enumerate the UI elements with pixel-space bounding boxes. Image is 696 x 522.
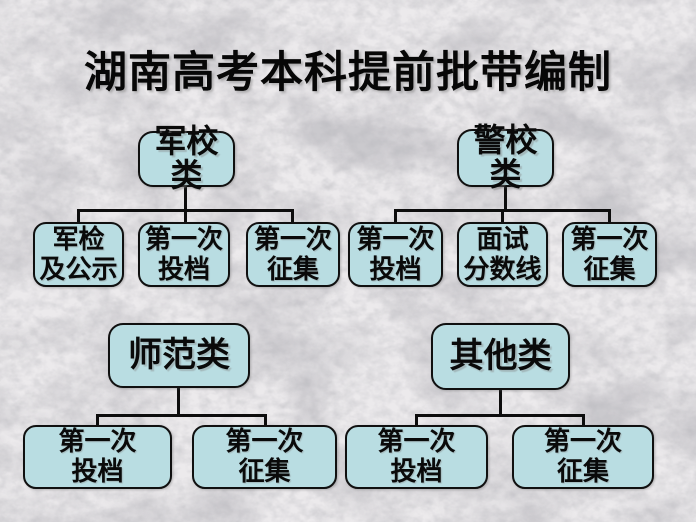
box-military-first-solicitation: 第一次 征集	[246, 222, 340, 287]
connector-line	[501, 209, 504, 224]
connector-line	[184, 185, 187, 211]
box-military-category: 军校类	[138, 125, 235, 192]
connector-line	[291, 209, 294, 224]
connector-line	[77, 209, 80, 224]
connector-line	[415, 414, 585, 417]
connector-line	[415, 414, 418, 427]
box-other-first-solicitation: 第一次 征集	[512, 425, 654, 489]
connector-line	[504, 185, 507, 211]
connector-line	[608, 209, 611, 224]
connector-line	[96, 414, 99, 427]
box-normal-category: 师范类	[108, 323, 250, 388]
box-military-check-publicity: 军检 及公示	[33, 222, 124, 287]
connector-line	[582, 414, 585, 427]
box-other-first-dispatch: 第一次 投档	[345, 425, 488, 489]
box-military-first-dispatch: 第一次 投档	[138, 222, 230, 287]
box-normal-first-solicitation: 第一次 征集	[192, 425, 337, 489]
connector-line	[177, 386, 180, 417]
connector-line	[184, 209, 187, 224]
connector-line	[264, 414, 267, 427]
box-police-first-solicitation: 第一次 征集	[562, 222, 657, 287]
box-other-category: 其他类	[431, 323, 570, 390]
connector-line	[499, 388, 502, 417]
box-normal-first-dispatch: 第一次 投档	[23, 425, 172, 489]
box-police-interview-cutoff: 面试 分数线	[457, 222, 548, 287]
box-police-category: 警校类	[457, 124, 554, 191]
connector-line	[96, 414, 267, 417]
page-title: 湖南高考本科提前批带编制	[84, 49, 612, 97]
box-police-first-dispatch: 第一次 投档	[348, 222, 443, 287]
connector-line	[394, 209, 397, 224]
